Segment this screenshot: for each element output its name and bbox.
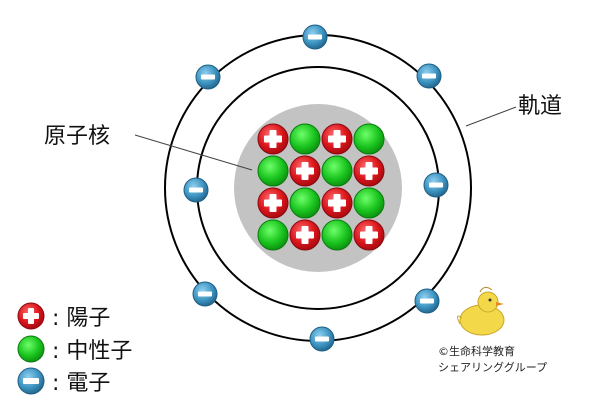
neutron [321, 219, 353, 251]
proton [257, 123, 289, 155]
electron [309, 326, 335, 352]
proton [257, 187, 289, 219]
orbit-leader-line [465, 106, 517, 127]
legend-electron: : 電子 [16, 366, 110, 396]
neutron [289, 187, 321, 219]
credit-line-2: シェアリンググループ [438, 361, 548, 374]
electron [414, 288, 440, 314]
legend-neutron-label: : 中性子 [52, 339, 133, 364]
electron [423, 172, 449, 198]
legend-proton: : 陽子 [16, 301, 110, 331]
electron [302, 24, 328, 50]
credit-line-1: ©生命科学教育 [438, 345, 515, 358]
electron [195, 64, 221, 90]
chick-mascot-icon [456, 286, 505, 336]
proton [289, 219, 321, 251]
proton [321, 187, 353, 219]
electron [416, 63, 442, 89]
proton-icon [17, 302, 45, 330]
credit: ©生命科学教育 シェアリンググループ [438, 344, 547, 376]
orbit-label: 軌道 [518, 94, 563, 119]
neutron [353, 123, 385, 155]
electron [183, 177, 209, 203]
neutron [257, 219, 289, 251]
nucleus-label: 原子核 [44, 124, 111, 149]
neutron-icon [17, 335, 45, 363]
neutron [289, 123, 321, 155]
neutron [353, 187, 385, 219]
electrons [183, 24, 449, 352]
proton [353, 219, 385, 251]
electron [192, 281, 218, 307]
legend-proton-label: : 陽子 [52, 306, 111, 331]
proton [321, 123, 353, 155]
legend-electron-label: : 電子 [52, 371, 111, 396]
nucleus-particles [257, 123, 385, 251]
electron-icon [17, 367, 45, 395]
legend-neutron: : 中性子 [16, 334, 132, 364]
neutron [321, 155, 353, 187]
nucleus-leader-line [134, 134, 253, 171]
proton [289, 155, 321, 187]
neutron [257, 155, 289, 187]
proton [353, 155, 385, 187]
